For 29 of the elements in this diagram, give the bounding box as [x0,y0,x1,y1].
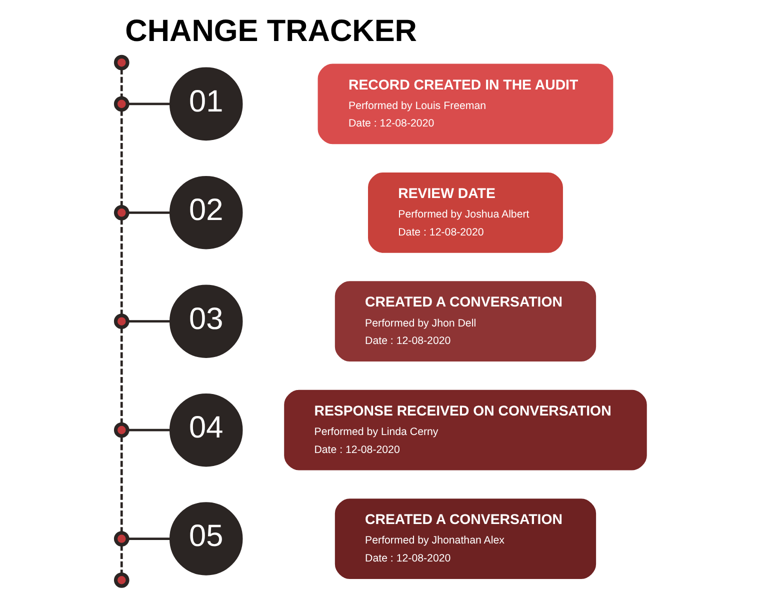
node-box: RESPONSE RECEIVED ON CONVERSATION Performed by Linda Cerny Date : 12-08-2020 [284,390,647,470]
connector [120,68,123,98]
node-box: REVIEW DATE Performed by Joshua Albert Date : 12-08-2020 [368,172,563,253]
node-circle [114,572,130,588]
node-circle [114,204,130,220]
connector [128,428,170,432]
node-circle [114,531,130,546]
node-circle: 05 [170,502,243,576]
connector [128,102,170,106]
node-circle: 04 [170,393,243,467]
node-circle: 01 [170,67,243,141]
diagram-title: CHANGE TRACKER [125,13,418,48]
node-circle: 02 [170,176,243,250]
node-circle [114,96,130,112]
node-circle [114,54,130,70]
connector [128,538,170,540]
node-box: CREATED A CONVERSATION Performed by Jhonathan Alex Date : 12-08-2020 [334,498,596,579]
connector [120,544,123,574]
connector [120,110,123,207]
node-circle [114,422,130,438]
connector [120,327,123,424]
node-circle [114,314,130,330]
node-box: RECORD CREATED IN THE AUDIT Performed by Louis Freeman Date : 12-08-2020 [318,64,614,144]
node-circle: 03 [170,284,243,358]
connector [128,211,170,214]
node-box: CREATED A CONVERSATION Performed by Jhon Dell Date : 12-08-2020 [334,281,596,362]
connector [120,436,123,533]
connector [120,218,123,316]
connector [128,320,170,323]
